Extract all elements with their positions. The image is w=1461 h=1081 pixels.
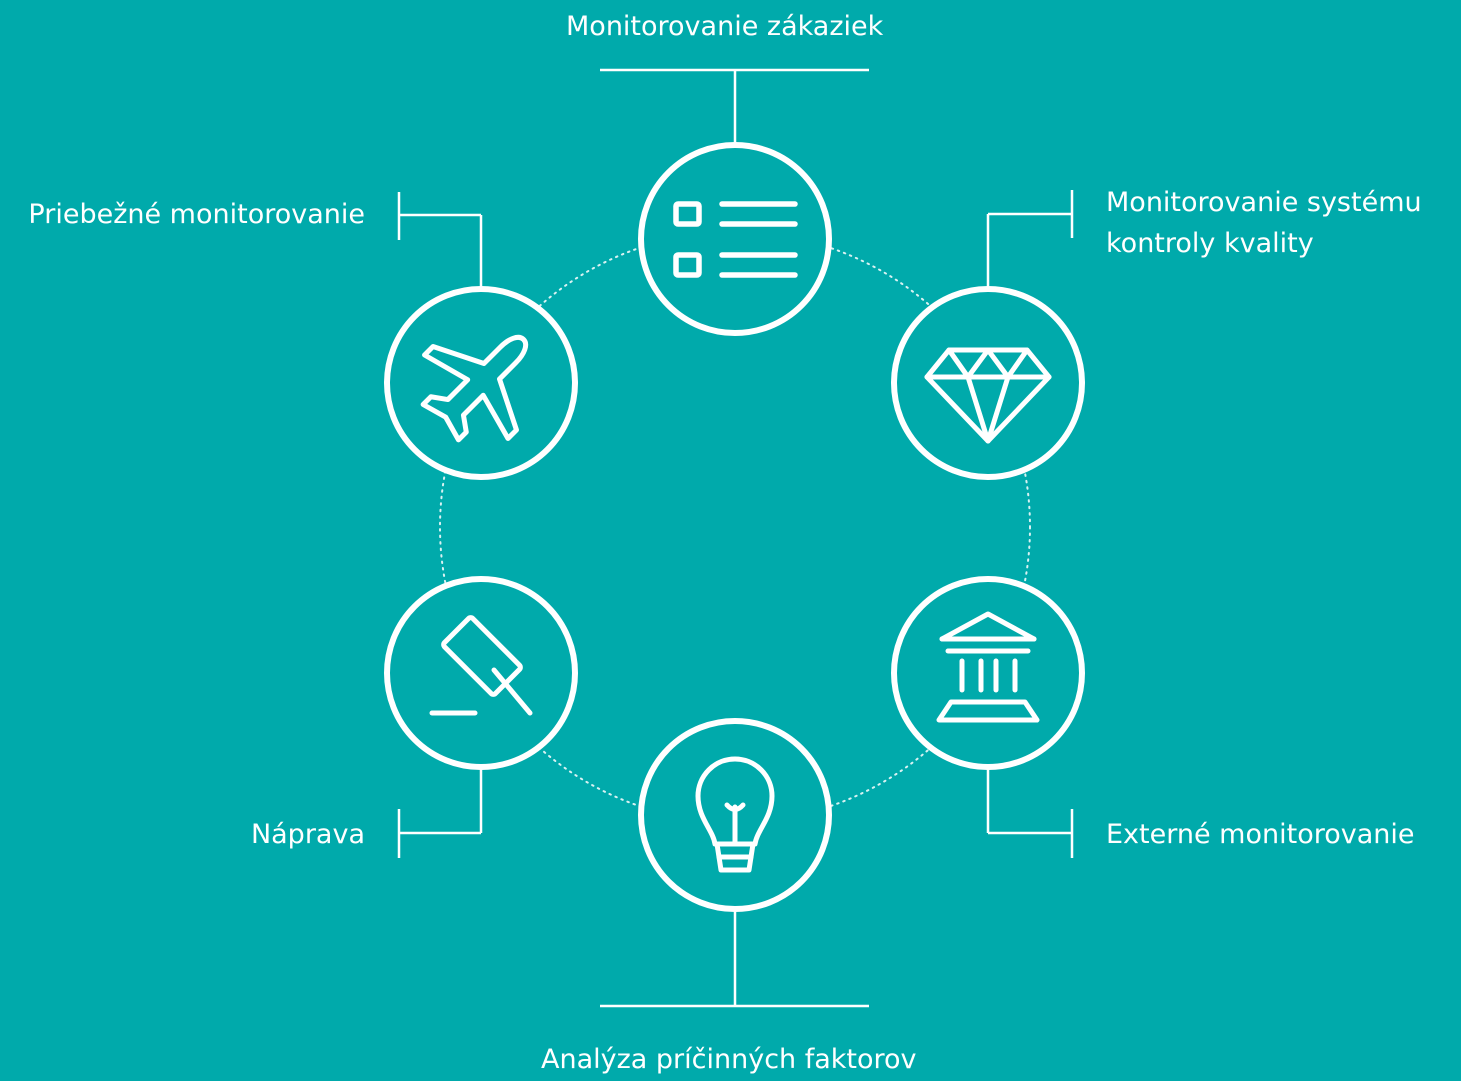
airplane-icon <box>420 334 529 443</box>
connector-bottom-left <box>397 767 483 858</box>
diamond-icon <box>924 347 1052 444</box>
label-external-monitoring: Externé monitorovanie <box>1106 819 1415 850</box>
gavel-icon <box>429 615 533 716</box>
label-quality-system-line1: Monitorovanie systému <box>1106 187 1422 218</box>
connector-top <box>600 68 869 146</box>
node-quality-system <box>891 286 1085 480</box>
node-remediation <box>384 576 578 770</box>
checklist-icon <box>673 201 798 278</box>
label-ongoing-monitoring: Priebežné monitorovanie <box>28 199 365 230</box>
connector-top-left <box>397 192 483 289</box>
lightbulb-icon <box>695 756 775 873</box>
label-quality-system-line2: kontroly kvality <box>1106 228 1314 259</box>
label-root-cause-analysis: Analýza príčinných faktorov <box>541 1044 917 1075</box>
connector-bottom <box>600 910 869 1008</box>
connector-bottom-right <box>986 767 1074 858</box>
node-customer-monitoring <box>638 142 832 336</box>
label-quality-system: Monitorovanie systému kontroly kvality <box>1106 182 1422 264</box>
node-ongoing-monitoring <box>384 286 578 480</box>
label-customer-monitoring: Monitorovanie zákaziek <box>566 11 884 42</box>
connector-top-right <box>986 190 1074 290</box>
node-external-monitoring <box>891 576 1085 770</box>
label-remediation: Náprava <box>250 819 365 850</box>
bank-building-icon <box>936 611 1040 723</box>
